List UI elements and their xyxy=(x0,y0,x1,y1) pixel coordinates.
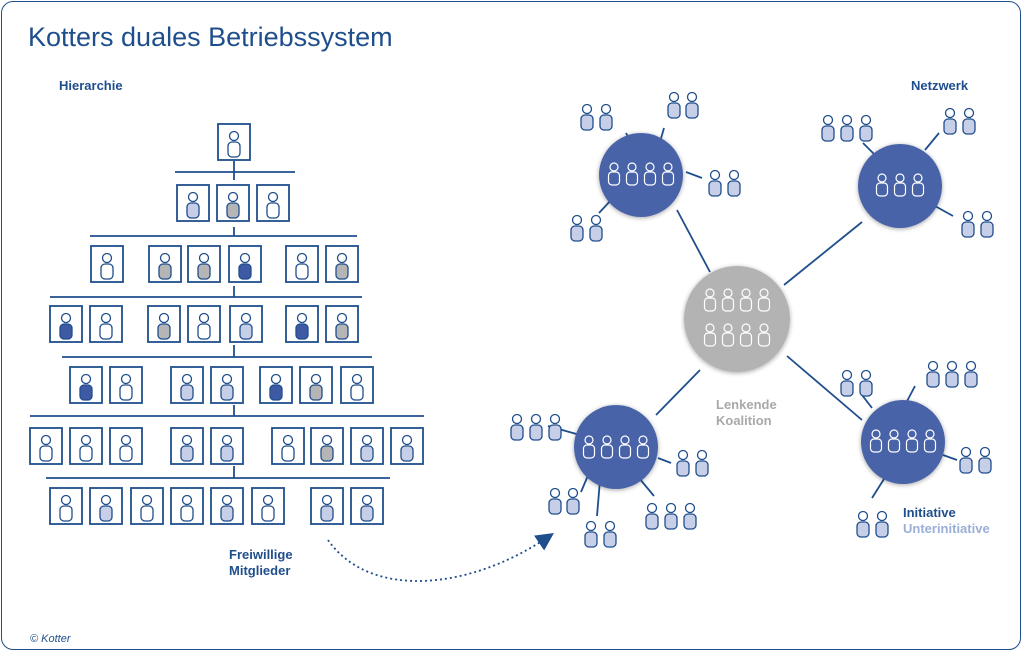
hierarchy-row-5 xyxy=(70,367,373,403)
person-box xyxy=(286,306,318,342)
subinitiative-group xyxy=(959,446,992,474)
person-box xyxy=(211,488,243,524)
person-box xyxy=(326,306,358,342)
person-box xyxy=(391,428,423,464)
initiative-circle-bottom-left xyxy=(574,405,658,489)
subinitiative-group xyxy=(961,210,994,238)
subinitiative-group xyxy=(708,169,741,197)
subinitiative-group xyxy=(548,487,580,515)
subinitiative-group xyxy=(580,103,613,131)
person-box xyxy=(300,367,332,403)
volunteers-label-line1: Freiwillige xyxy=(229,547,293,562)
volunteer-arrow xyxy=(327,532,554,582)
subinitiative-group xyxy=(667,91,699,119)
subinitiative-group xyxy=(840,369,873,397)
person-box xyxy=(30,428,62,464)
person-box xyxy=(70,428,102,464)
person-box xyxy=(148,306,180,342)
volunteers-label: Freiwillige Mitglieder xyxy=(229,547,293,579)
person-box xyxy=(311,488,343,524)
hierarchy-row-6 xyxy=(30,428,423,464)
person-box xyxy=(171,367,203,403)
person-box xyxy=(351,488,383,524)
hierarchy-row-1 xyxy=(218,124,250,160)
person-box xyxy=(257,185,289,221)
volunteers-label-line2: Mitglieder xyxy=(229,563,291,578)
initiative-circle-bottom-right xyxy=(861,400,945,484)
person-box xyxy=(70,367,102,403)
hierarchy-row-7 xyxy=(50,488,383,524)
subinitiative-group xyxy=(645,502,697,530)
person-box xyxy=(188,246,220,282)
person-box xyxy=(171,488,203,524)
legend-initiative: Initiative xyxy=(903,505,956,520)
person-box xyxy=(50,306,82,342)
person-box xyxy=(229,246,261,282)
person-box xyxy=(351,428,383,464)
person-box xyxy=(90,488,122,524)
person-box xyxy=(110,428,142,464)
copyright: © Kotter xyxy=(30,633,71,645)
subinitiative-group xyxy=(943,107,976,135)
subinitiative-group xyxy=(926,360,978,388)
person-box xyxy=(326,246,358,282)
person-box xyxy=(90,306,122,342)
hierarchy-label: Hierarchie xyxy=(59,78,123,93)
subinitiative-group xyxy=(856,510,889,538)
subinitiative-group xyxy=(510,413,562,441)
subinitiative-group xyxy=(676,449,709,477)
person-box xyxy=(286,246,318,282)
guiding-coalition-circle xyxy=(684,266,790,372)
hierarchy-row-4 xyxy=(50,306,358,342)
initiative-circle-top-right xyxy=(858,144,942,228)
network-label: Netzwerk xyxy=(911,78,969,93)
person-box xyxy=(110,367,142,403)
person-box xyxy=(50,488,82,524)
person-box xyxy=(211,367,243,403)
hierarchy-tree xyxy=(30,161,424,479)
person-box xyxy=(218,124,250,160)
person-box xyxy=(217,185,249,221)
initiative-circle-top-left xyxy=(599,133,683,217)
person-box xyxy=(188,306,220,342)
subinitiative-group xyxy=(570,214,603,242)
subinitiative-group xyxy=(584,520,617,548)
person-box xyxy=(311,428,343,464)
person-box xyxy=(149,246,181,282)
coalition-label-line1: Lenkende xyxy=(716,397,777,412)
legend: Initiative Unterinitiative xyxy=(903,505,990,537)
coalition-label: Lenkende Koalition xyxy=(716,397,777,429)
person-box xyxy=(230,306,262,342)
person-box xyxy=(272,428,304,464)
hierarchy-row-3 xyxy=(91,246,358,282)
person-box xyxy=(260,367,292,403)
person-box xyxy=(252,488,284,524)
person-box xyxy=(131,488,163,524)
person-box xyxy=(91,246,123,282)
person-box xyxy=(171,428,203,464)
subinitiative-group xyxy=(821,114,873,142)
hierarchy-row-2 xyxy=(177,185,289,221)
person-box xyxy=(211,428,243,464)
diagram-title: Kotters duales Betriebssystem xyxy=(28,22,393,52)
person-box xyxy=(177,185,209,221)
coalition-label-line2: Koalition xyxy=(716,413,772,428)
legend-subinitiative: Unterinitiative xyxy=(903,521,990,536)
person-box xyxy=(341,367,373,403)
